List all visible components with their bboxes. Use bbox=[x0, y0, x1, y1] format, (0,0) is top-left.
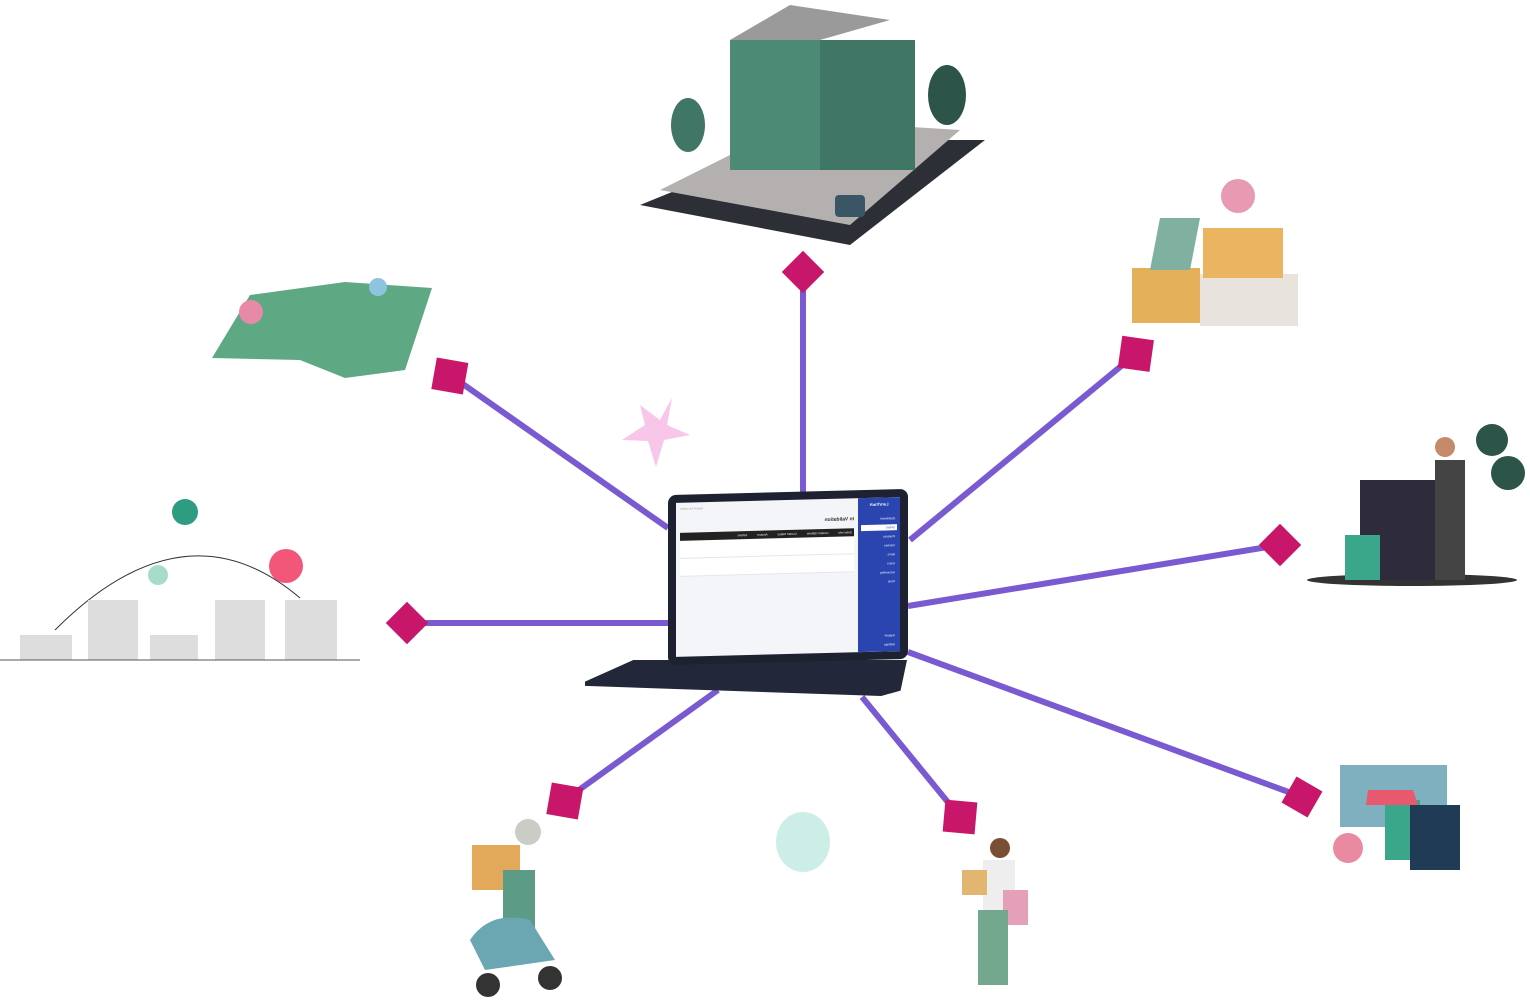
column-header: Actions bbox=[737, 533, 748, 538]
diamond bbox=[385, 601, 429, 645]
column-header: Order Info bbox=[838, 530, 852, 535]
spoke-upper-right bbox=[908, 350, 1139, 543]
office-building-illustration bbox=[640, 5, 985, 245]
city-skyline-illustration bbox=[0, 499, 360, 661]
star-decoration bbox=[622, 398, 690, 467]
sidebar-item-support[interactable]: Support bbox=[884, 633, 895, 638]
blob-decoration bbox=[776, 812, 830, 872]
diamond bbox=[781, 250, 825, 294]
sidebar-item-vendors[interactable]: Vendors bbox=[883, 543, 895, 548]
laptop-screen: LaraTrack Dashboard Orders Products Vend… bbox=[676, 497, 900, 657]
diamond bbox=[942, 799, 978, 835]
sidebar-item-orders[interactable]: Orders bbox=[861, 524, 897, 532]
spoke-lower-right bbox=[906, 649, 1304, 800]
spoke-bottom-left bbox=[563, 687, 720, 803]
spoke-right bbox=[907, 542, 1281, 609]
page-title: In Validation bbox=[824, 516, 854, 524]
warehouse-worker-illustration bbox=[1307, 424, 1525, 586]
main-content: Search for orders In Validation Order In… bbox=[676, 498, 858, 657]
column-header: Amount bbox=[757, 532, 768, 537]
spoke-bottom-right bbox=[859, 695, 963, 819]
table-row[interactable] bbox=[680, 554, 854, 577]
column-header: Current Status bbox=[777, 531, 797, 537]
sidebar-item-products[interactable]: Products bbox=[883, 534, 895, 539]
diamond bbox=[1281, 776, 1323, 818]
diamond bbox=[431, 357, 469, 395]
parcel-boxes-illustration bbox=[1132, 179, 1298, 326]
scooter-courier-illustration bbox=[470, 819, 562, 997]
spoke-upper-left bbox=[448, 372, 670, 531]
search-input[interactable]: Search for orders bbox=[680, 506, 704, 511]
app-logo: LaraTrack bbox=[869, 501, 889, 507]
column-header: Custom Options bbox=[806, 530, 829, 536]
sidebar-item-tools[interactable]: Tools bbox=[887, 579, 895, 584]
sidebar-item-users[interactable]: Users bbox=[887, 561, 895, 566]
sidebar-item-items[interactable]: Items bbox=[887, 552, 895, 557]
city-map-illustration bbox=[212, 282, 432, 378]
diamond bbox=[1258, 523, 1302, 567]
orders-table: Order Info Custom Options Current Status… bbox=[680, 528, 854, 577]
sidebar-item-accounting[interactable]: Accounting bbox=[880, 570, 895, 575]
online-shop-illustration bbox=[1333, 765, 1460, 870]
sidebar: LaraTrack Dashboard Orders Products Vend… bbox=[858, 497, 900, 653]
diamond bbox=[1117, 335, 1154, 372]
shopper-illustration bbox=[962, 838, 1028, 985]
laptop: LaraTrack Dashboard Orders Products Vend… bbox=[668, 488, 908, 666]
sidebar-item-settings[interactable]: Settings bbox=[884, 642, 895, 647]
sidebar-item-dashboard[interactable]: Dashboard bbox=[880, 516, 895, 521]
diamond bbox=[546, 782, 584, 820]
